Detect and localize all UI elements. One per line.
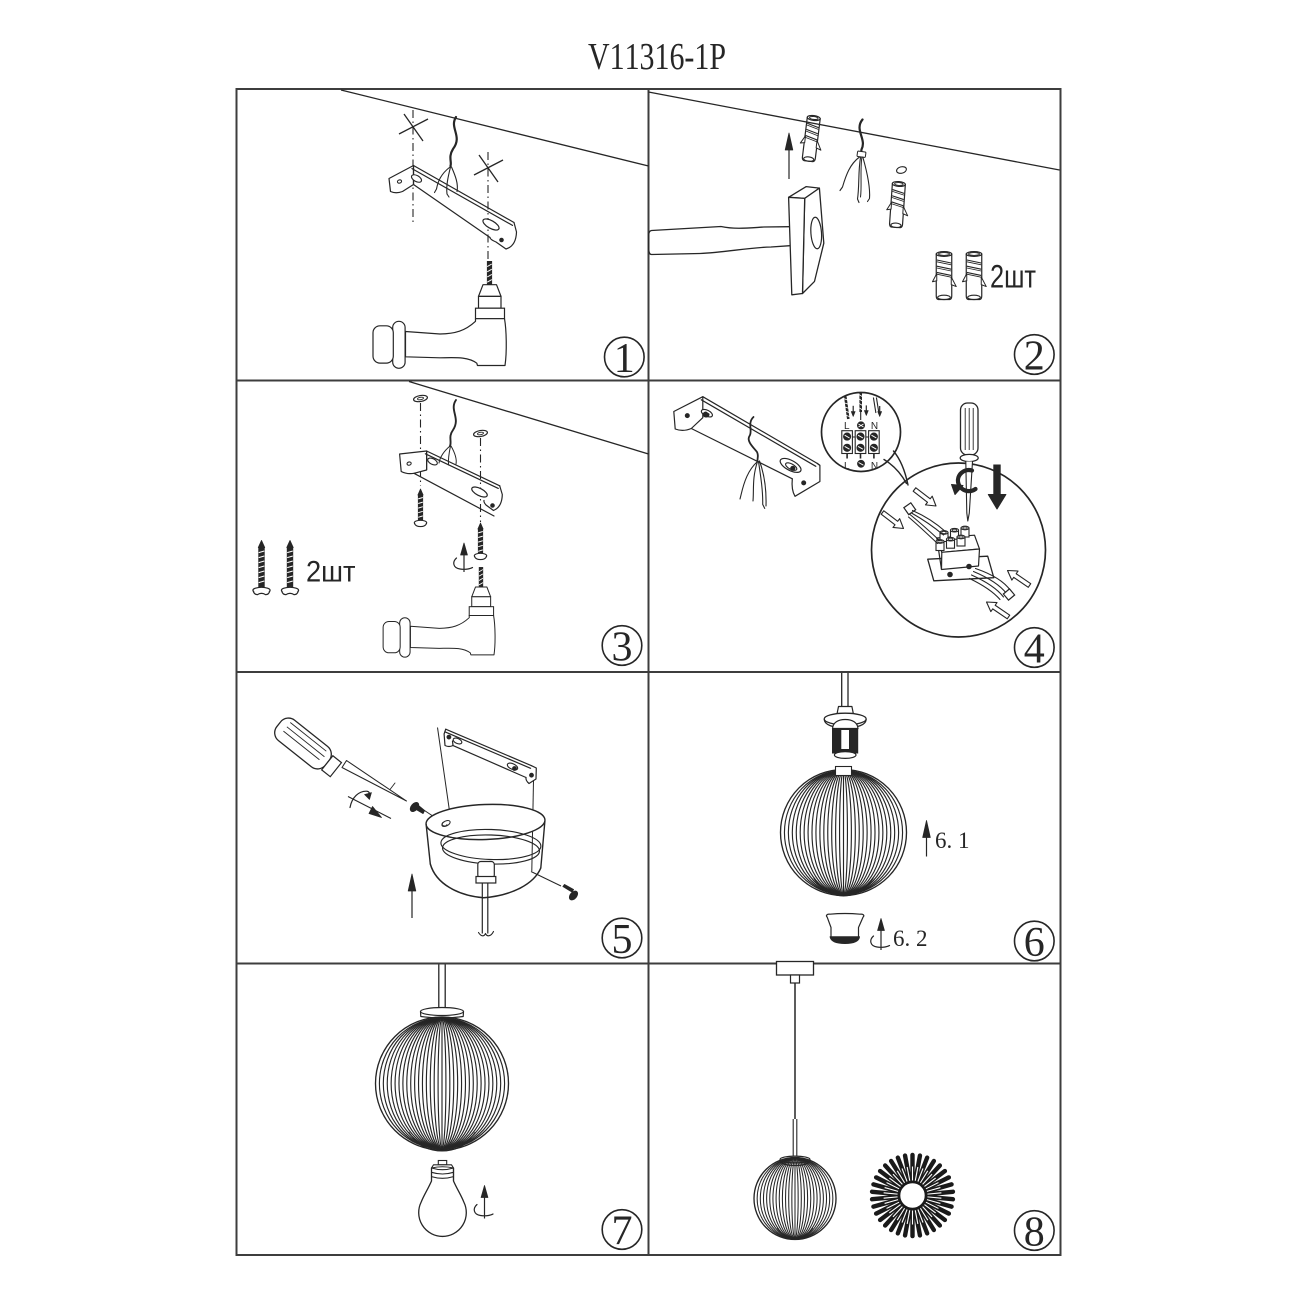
svg-text:3: 3 xyxy=(612,624,633,670)
svg-text:N: N xyxy=(871,461,878,472)
svg-text:2: 2 xyxy=(1024,333,1045,379)
svg-text:6. 1: 6. 1 xyxy=(935,828,970,853)
svg-text:2шт: 2шт xyxy=(990,259,1036,295)
svg-text:5: 5 xyxy=(612,917,633,963)
svg-text:6. 2: 6. 2 xyxy=(893,926,928,951)
svg-text:6: 6 xyxy=(1024,920,1045,966)
svg-text:7: 7 xyxy=(612,1208,633,1254)
svg-text:V11316-1P: V11316-1P xyxy=(588,36,726,78)
svg-text:4: 4 xyxy=(1024,626,1045,672)
svg-text:2шт: 2шт xyxy=(306,556,356,589)
svg-text:8: 8 xyxy=(1024,1209,1045,1255)
svg-text:N: N xyxy=(871,421,878,432)
svg-text:L: L xyxy=(844,421,850,432)
svg-text:1: 1 xyxy=(614,336,635,382)
svg-text:L: L xyxy=(844,461,850,472)
